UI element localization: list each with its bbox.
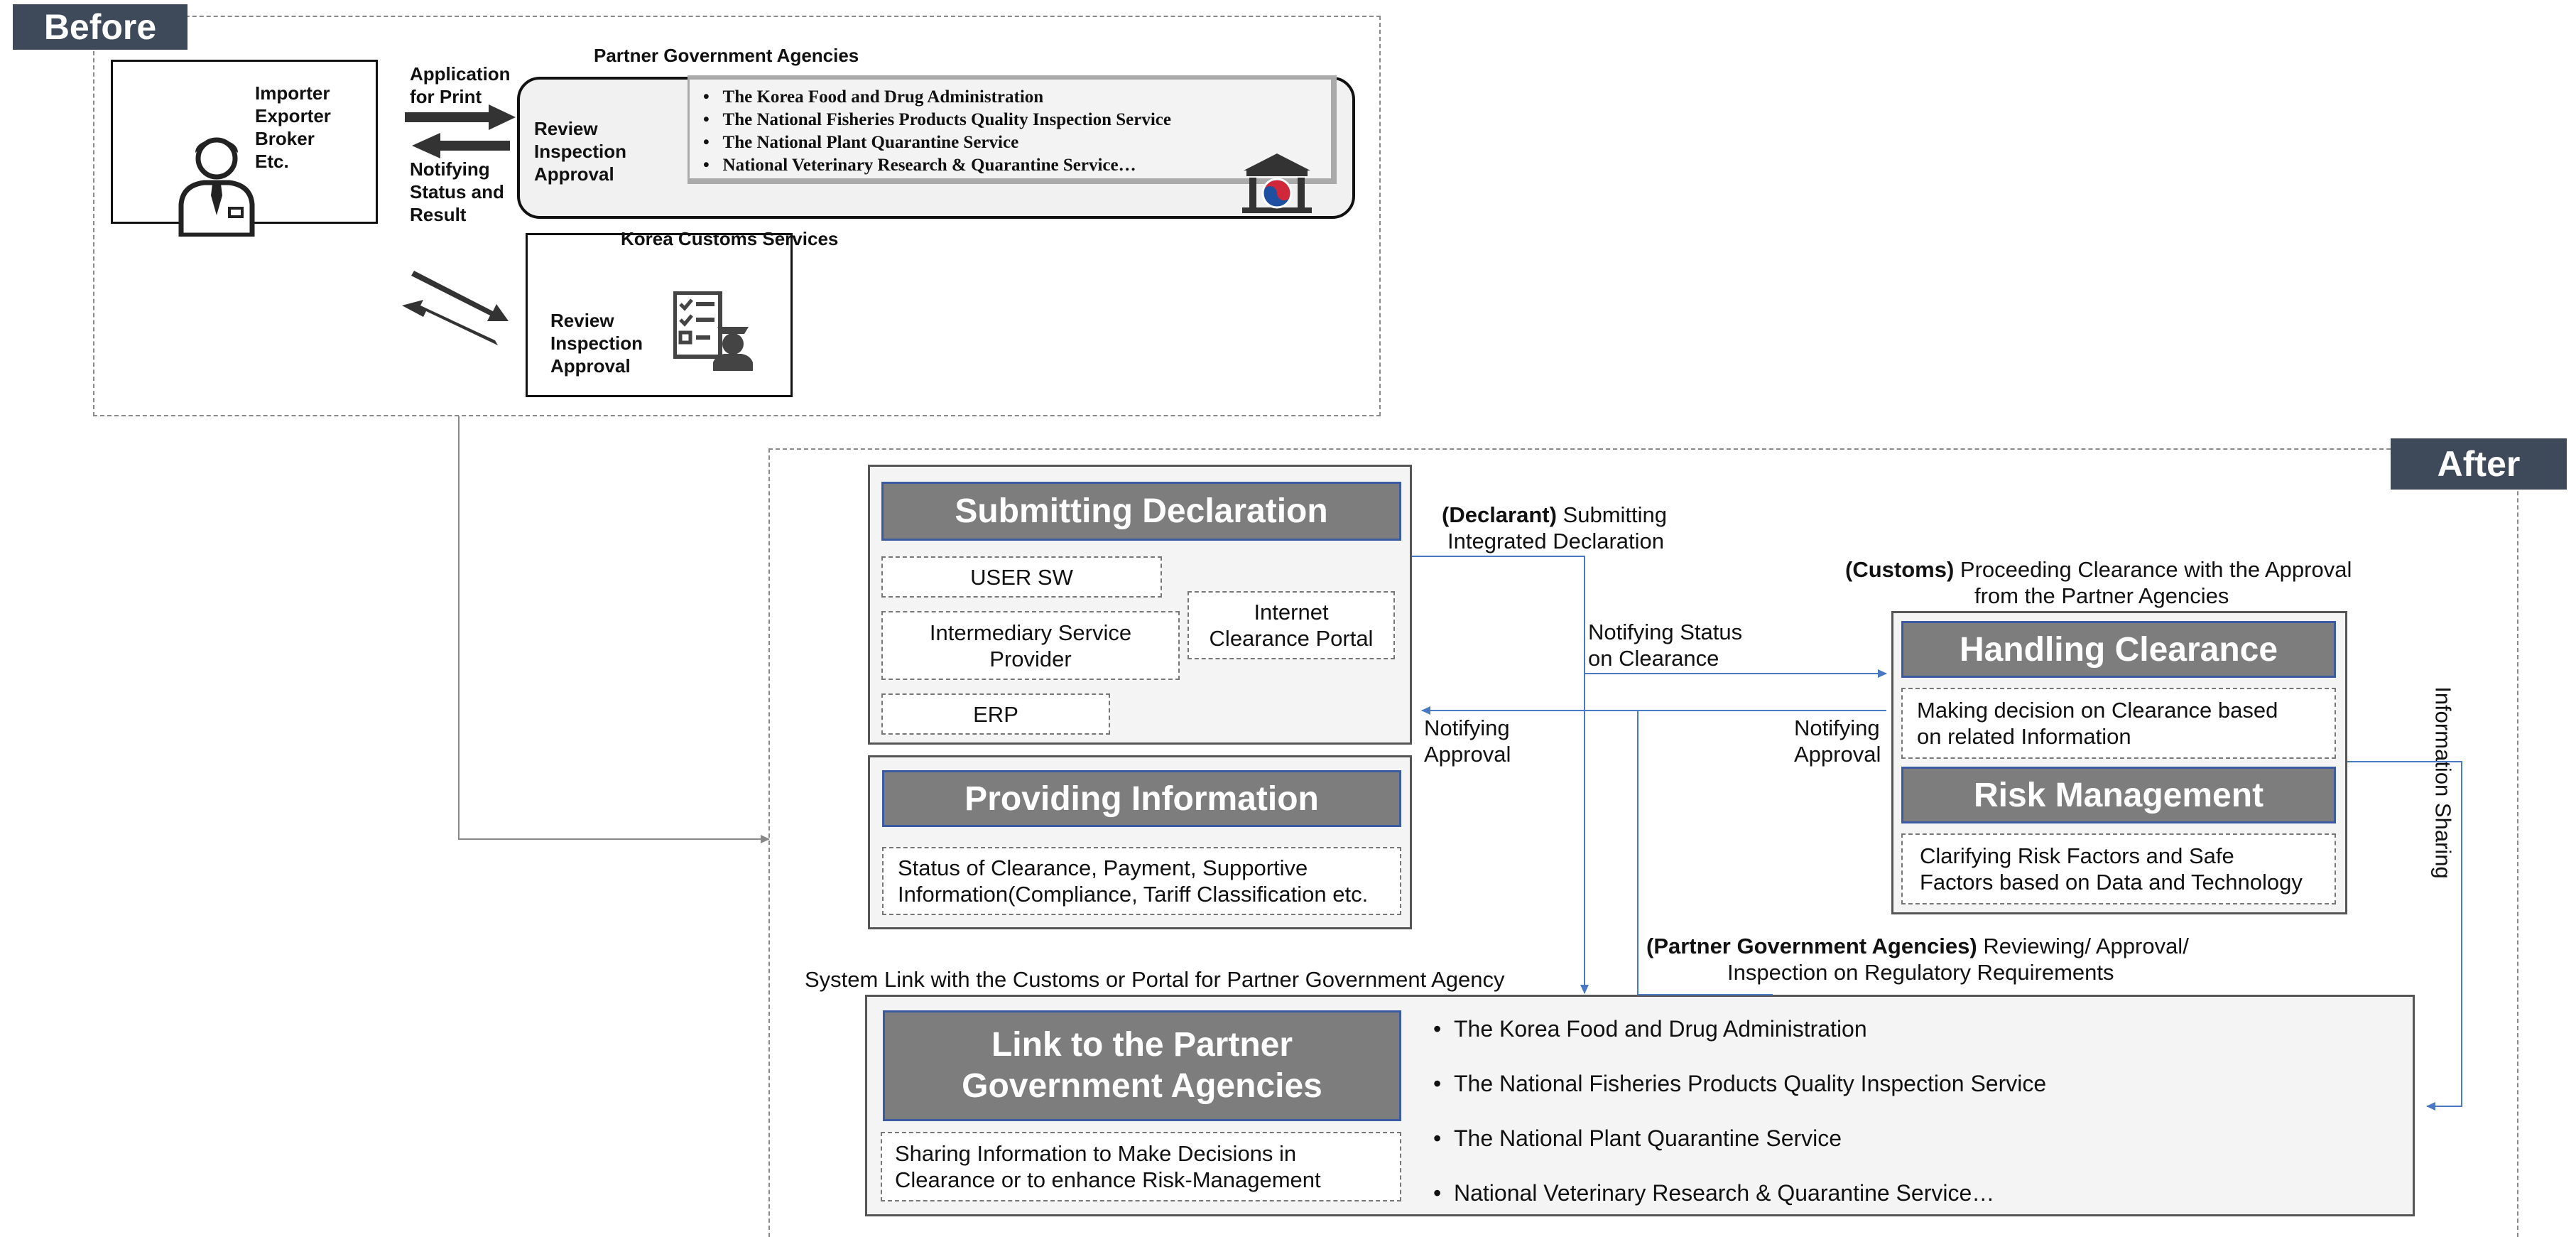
handling-desc-line: Making decision on Clearance based	[1917, 698, 2278, 723]
erp-box: ERP	[881, 693, 1110, 735]
pga-list-item: • The National Plant Quarantine Service	[703, 133, 1019, 152]
actor-box: Importer Exporter Broker Etc.	[111, 60, 378, 237]
pga-action: Inspection	[534, 141, 627, 162]
link-desc-box: Sharing Information to Make Decisions in…	[881, 1132, 1401, 1201]
user-sw-box: USER SW	[881, 556, 1162, 598]
before-tag: Before	[13, 4, 188, 50]
providing-desc-line: Status of Clearance, Payment, Supportive	[898, 855, 1308, 880]
intermediary-line: Intermediary Service	[929, 620, 1132, 645]
risk-desc-line: Clarifying Risk Factors and Safe	[1920, 843, 2234, 868]
notifying-label: Status and	[410, 181, 504, 202]
risk-header: Risk Management	[1901, 767, 2336, 823]
kcs-action: Approval	[550, 355, 631, 377]
actor-line: Importer	[255, 82, 330, 104]
notify-approval-left-label: Notifying Approval	[1424, 715, 1511, 767]
providing-desc-line: Information(Compliance, Tariff Classific…	[898, 882, 1369, 907]
submitting-header: Submitting Declaration	[881, 482, 1401, 541]
portal-box: Internet Clearance Portal	[1188, 591, 1395, 659]
pga-list-item: • The National Fisheries Products Qualit…	[703, 110, 1171, 129]
application-label: Application	[410, 63, 511, 85]
system-link-caption: System Link with the Customs or Portal f…	[805, 967, 1505, 992]
providing-desc-box: Status of Clearance, Payment, Supportive…	[882, 847, 1401, 915]
intermediary-box: Intermediary Service Provider	[881, 611, 1180, 680]
link-desc-line: Sharing Information to Make Decisions in	[895, 1141, 1297, 1166]
actor-line: Broker	[255, 128, 315, 149]
government-building-icon	[1242, 153, 1312, 213]
notifying-label: Result	[410, 204, 467, 225]
actor-line: Etc.	[255, 151, 289, 172]
intermediary-line: Provider	[989, 646, 1072, 671]
actor-line: Exporter	[255, 105, 331, 126]
pga-action: Approval	[534, 163, 614, 185]
pga-list-item: • National Veterinary Research & Quarant…	[703, 156, 1136, 175]
link-header: Link to the Partner Government Agencies	[883, 1010, 1401, 1121]
kcs-action: Inspection	[550, 333, 643, 354]
pga-list-item: • The Korea Food and Drug Administration	[703, 87, 1044, 107]
notify-status-label: Notifying Status on Clearance	[1588, 620, 1743, 671]
declarant-caption: (Declarant) Submitting Integrated Declar…	[1442, 502, 1668, 553]
after-tag: After	[2391, 438, 2567, 490]
link-list-item: • The National Fisheries Products Qualit…	[1433, 1071, 2047, 1096]
customs-checklist-officer-icon	[673, 291, 753, 371]
information-sharing-label: Information Sharing	[2430, 686, 2456, 879]
pga-action: Review	[534, 118, 598, 139]
link-list-item: • The Korea Food and Drug Administration	[1433, 1016, 1867, 1042]
customs-caption: (Customs) Proceeding Clearance with the …	[1845, 557, 2352, 608]
notify-approval-right-label: Notifying Approval	[1794, 715, 1881, 767]
handling-header: Handling Clearance	[1901, 621, 2336, 678]
risk-desc-line: Factors based on Data and Technology	[1920, 870, 2303, 895]
person-icon	[178, 137, 255, 237]
pga-after-caption: (Partner Government Agencies) Reviewing/…	[1646, 934, 2189, 985]
link-list-item: • National Veterinary Research & Quarant…	[1433, 1180, 1995, 1206]
before-frame	[93, 16, 1381, 416]
notifying-label: Notifying	[410, 158, 490, 180]
pga-title: Partner Government Agencies	[594, 45, 859, 66]
providing-header: Providing Information	[882, 770, 1401, 827]
portal-line: Internet	[1254, 600, 1329, 625]
kcs-action: Review	[550, 310, 614, 331]
link-list-item: • The National Plant Quarantine Service	[1433, 1125, 1842, 1151]
application-label: for Print	[410, 86, 482, 107]
link-desc-line: Clearance or to enhance Risk-Management	[895, 1167, 1321, 1192]
handling-desc-box: Making decision on Clearance based on re…	[1901, 688, 2336, 759]
risk-desc-box: Clarifying Risk Factors and Safe Factors…	[1901, 833, 2336, 904]
kcs-title: Korea Customs Services	[621, 228, 839, 249]
portal-line: Clearance Portal	[1209, 626, 1374, 651]
handling-desc-line: on related Information	[1917, 724, 2131, 749]
pga-list-box	[688, 75, 1337, 184]
